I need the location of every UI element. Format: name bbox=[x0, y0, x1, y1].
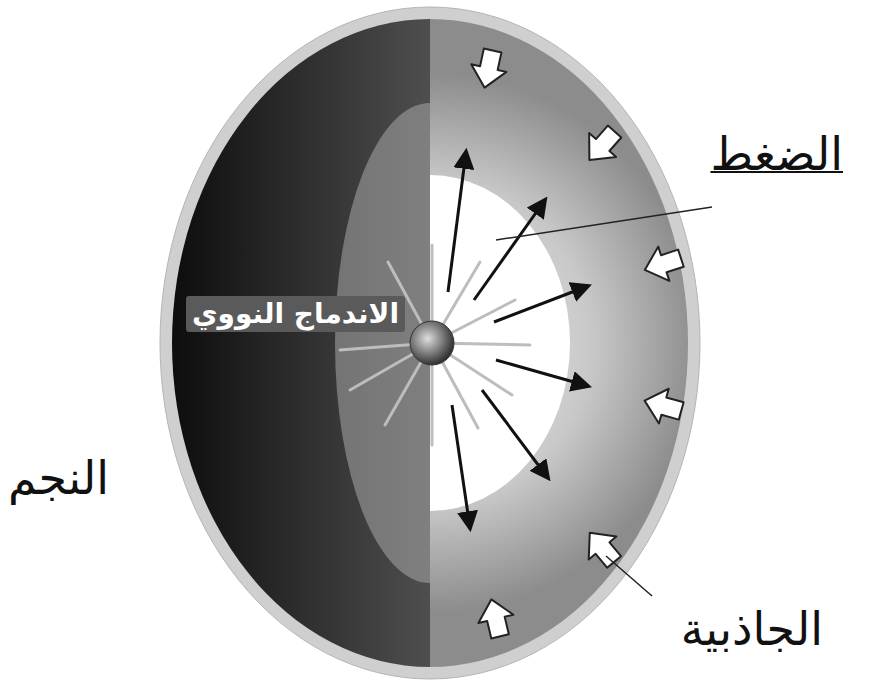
gravity-arrows bbox=[467, 47, 686, 641]
star-rim bbox=[160, 7, 700, 679]
leader-line bbox=[496, 207, 712, 240]
star-left-half bbox=[172, 19, 430, 667]
star-right-half bbox=[430, 19, 688, 667]
leader-line bbox=[606, 556, 652, 596]
fusion-label: الاندماج النووي bbox=[186, 296, 405, 332]
pressure-label: الضغط bbox=[710, 128, 843, 181]
pressure-arrows bbox=[448, 152, 588, 528]
fusion-core bbox=[410, 321, 454, 365]
core-region bbox=[430, 175, 570, 511]
gravity-label: الجاذبية bbox=[681, 603, 823, 656]
star-label: النجم bbox=[8, 452, 109, 505]
